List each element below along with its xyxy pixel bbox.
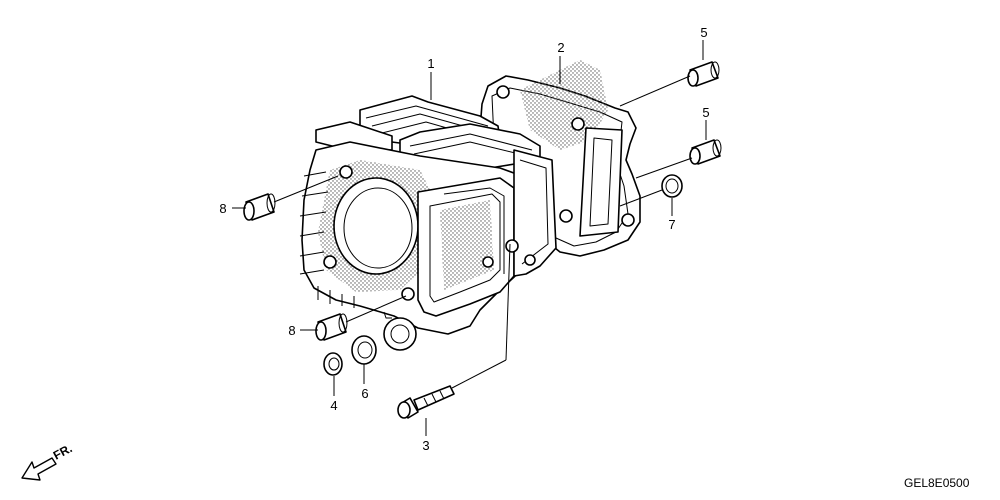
diagram-code: GEL8E0500 xyxy=(904,476,970,490)
flange-bolt-part-3 xyxy=(397,385,455,419)
dowel-pin-upper-left xyxy=(243,193,276,221)
callout-label: 8 xyxy=(219,201,226,216)
callout-label: 6 xyxy=(361,386,368,401)
washer-part-4 xyxy=(323,352,343,376)
washer-part-6 xyxy=(351,335,377,365)
dowel-pin-lower xyxy=(689,139,722,165)
front-direction-indicator: FR. xyxy=(21,441,75,481)
callout-label: 5 xyxy=(700,25,707,40)
callout-label: 2 xyxy=(557,40,564,55)
front-arrow-icon xyxy=(21,457,57,481)
callout-label: 8 xyxy=(288,323,295,338)
o-ring-part-7 xyxy=(661,174,683,198)
callout-label: 7 xyxy=(668,217,675,232)
dowel-pin-lower-left xyxy=(315,313,348,341)
callout-label: 3 xyxy=(422,438,429,453)
callout-label: 1 xyxy=(427,56,434,71)
cylinder-part-1 xyxy=(299,95,557,351)
dowel-pin-upper xyxy=(687,61,720,87)
callout-label: 5 xyxy=(702,105,709,120)
callout-label: 4 xyxy=(330,398,337,413)
front-label: FR. xyxy=(51,441,75,462)
leader-lines xyxy=(232,40,707,436)
